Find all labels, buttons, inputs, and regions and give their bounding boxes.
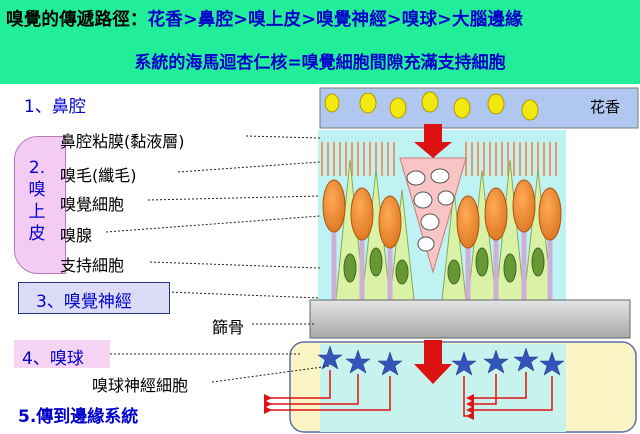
step-3-label: 3、嗅覺神經 bbox=[36, 292, 132, 312]
title-line-2: 系統的海馬迴杏仁核=嗅覺細胞間隙充滿支持細胞 bbox=[134, 53, 506, 73]
title-line-1: 嗅覺的傳遞路徑：花香>鼻腔>嗅上皮>嗅覺神經>嗅球>大腦邊緣 bbox=[6, 6, 523, 31]
receptor-axons bbox=[331, 228, 553, 302]
support-cell-label: 支持細胞 bbox=[60, 256, 125, 275]
leader-lines bbox=[105, 135, 331, 383]
step-5-label: 5.傳到邊緣系統 bbox=[18, 407, 139, 427]
step-4-box bbox=[14, 340, 110, 368]
down-arrow-icon bbox=[414, 124, 452, 158]
step-2-char-3: 皮 bbox=[28, 224, 46, 244]
cilia bbox=[321, 142, 557, 176]
support-nuclei bbox=[343, 247, 545, 285]
mucosa-label: 鼻腔粘膜(黏液層) bbox=[60, 132, 185, 151]
step-2-char-2: 上 bbox=[28, 202, 46, 222]
cilia-label: 嗅毛(纖毛) bbox=[60, 166, 137, 185]
header-banner: 嗅覺的傳遞路徑：花香>鼻腔>嗅上皮>嗅覺神經>嗅球>大腦邊緣 系統的海馬迴杏仁核… bbox=[0, 0, 640, 84]
odor-particles bbox=[324, 91, 539, 121]
title-path: 花香>鼻腔>嗅上皮>嗅覺神經>嗅球>大腦邊緣 bbox=[147, 10, 523, 30]
receptor-cell-label: 嗅覺細胞 bbox=[60, 195, 125, 214]
step-2-char-1: 嗅 bbox=[28, 180, 46, 200]
receptor-cells bbox=[322, 179, 562, 249]
title-prefix: 嗅覺的傳遞路徑： bbox=[6, 10, 148, 30]
left-arrow-icon bbox=[264, 394, 474, 420]
step-4-label: 4、嗅球 bbox=[22, 349, 84, 369]
ethmoid-bone bbox=[309, 299, 631, 339]
step-2-number: 2. bbox=[28, 158, 46, 178]
star-neuron-icon bbox=[317, 345, 565, 376]
epithelium-side-tab bbox=[14, 136, 66, 274]
step-3-box bbox=[18, 282, 170, 314]
mitral-cell-label: 嗅球神經細胞 bbox=[92, 376, 189, 395]
gland-label: 嗅腺 bbox=[60, 226, 93, 245]
flower-label: 花香 bbox=[590, 98, 621, 116]
down-arrow-icon bbox=[414, 340, 452, 384]
ethmoid-label: 篩骨 bbox=[212, 318, 245, 337]
gland-droplets bbox=[406, 168, 455, 252]
step-1-label: 1、鼻腔 bbox=[24, 97, 86, 117]
